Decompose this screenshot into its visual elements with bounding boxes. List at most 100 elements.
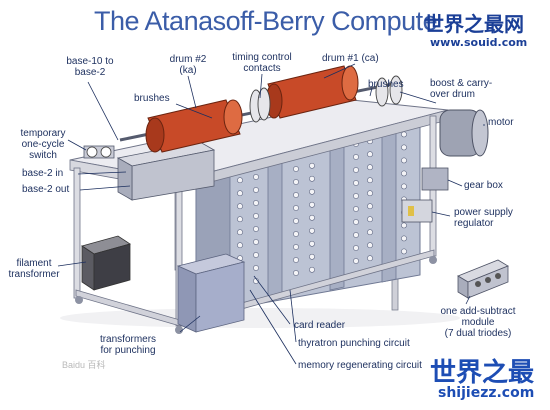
capacitor-dot [309, 253, 315, 260]
label-timing-control: timing control contacts [232, 52, 292, 74]
capacitor-dot [367, 242, 373, 249]
watermark-top-text: 世界之最网 [424, 12, 524, 36]
caster-wheel [175, 326, 183, 334]
capacitor-dot [293, 179, 299, 185]
capacitor-dot [253, 187, 259, 193]
capacitor-dot [293, 166, 299, 172]
label-brushes-right: brushes [368, 79, 404, 90]
capacitor-dot [309, 266, 315, 273]
capacitor-dot [253, 252, 259, 258]
capacitor-dot [293, 192, 299, 198]
label-gear-box: gear box [464, 180, 503, 191]
capacitor-dot [293, 244, 299, 250]
capacitor-dot [253, 200, 259, 206]
capacitor-dot [401, 144, 407, 151]
motor-housing [439, 109, 489, 157]
capacitor-dot [309, 201, 315, 208]
capacitor-dot [309, 175, 315, 182]
label-temporary-switch: temporary one-cycle switch [20, 128, 66, 161]
capacitor-dot [367, 203, 373, 210]
power-supply-regulator [401, 199, 433, 223]
watermark-top-url: www.souid.com [430, 36, 528, 49]
capacitor-dot [237, 203, 243, 210]
add-subtract-module [457, 259, 509, 299]
capacitor-dot [253, 226, 259, 232]
label-motor: motor [488, 117, 514, 128]
capacitor-dot [309, 162, 315, 169]
capacitor-dot [367, 190, 373, 197]
capacitor-dot [237, 216, 243, 223]
capacitor-dot [353, 193, 359, 199]
capacitor-dot [253, 239, 259, 245]
watermark-bottom-url: shijiezz.com [438, 385, 535, 401]
capacitor-dot [353, 258, 359, 264]
capacitor-dot [253, 174, 259, 180]
label-base-conversion: base-10 to base-2 [66, 56, 114, 78]
capacitor-dot [309, 214, 315, 221]
capacitor-dot [253, 265, 259, 271]
capacitor-dot [309, 227, 315, 234]
capacitor-dot [293, 231, 299, 237]
label-thyratron: thyratron punching circuit [298, 338, 410, 349]
diagram-title: The Atanasoff-Berry Compute [94, 6, 438, 36]
boost-carry-over-drum [375, 75, 403, 107]
capacitor-dot [237, 190, 243, 197]
label-filament-transformer: filament transformer [8, 258, 60, 280]
floor-shadow [60, 308, 460, 328]
filament-transformer [81, 235, 131, 291]
capacitor-dot [367, 177, 373, 184]
capacitor-dot [401, 131, 407, 138]
capacitor-dot [367, 164, 373, 171]
capacitor-dot [367, 255, 373, 262]
caster-wheel [75, 296, 83, 304]
capacitor-dot [367, 151, 373, 158]
temporary-switch-assembly [83, 145, 115, 159]
watermark-baidu: Baidu 百科 [62, 360, 106, 370]
capacitor-dot [293, 205, 299, 211]
capacitor-dot [309, 240, 315, 247]
timing-wheels [249, 87, 271, 123]
label-card-reader: card reader [294, 320, 346, 331]
capacitor-dot [353, 154, 359, 160]
capacitor-dot [293, 257, 299, 263]
caster-wheel [429, 256, 437, 264]
label-transformers-punching: transformers for punching [99, 334, 157, 356]
label-add-subtract-module: one add-subtract module (7 dual triodes) [440, 306, 516, 339]
capacitor-dot [353, 180, 359, 186]
capacitor-dot [253, 213, 259, 219]
capacitor-dot [401, 235, 407, 242]
capacitor-dot [237, 242, 243, 249]
capacitor-dot [401, 170, 407, 177]
watermark-bottom-text: 世界之最 [430, 358, 535, 388]
label-drum-1: drum #1 (ca) [322, 53, 379, 64]
capacitor-dot [367, 216, 373, 223]
gear-box [421, 167, 449, 191]
capacitor-dot [293, 218, 299, 224]
capacitor-dot [401, 183, 407, 190]
capacitor-dot [237, 229, 243, 236]
capacitor-dot [353, 219, 359, 225]
label-base-2-in: base-2 in [22, 168, 64, 179]
label-drum-2: drum #2 (ka) [169, 54, 207, 76]
front-control-panel [116, 141, 216, 201]
capacitor-dot [293, 270, 299, 276]
label-power-supply: power supply regulator [454, 207, 513, 229]
capacitor-dots [237, 131, 407, 288]
capacitor-dot [401, 222, 407, 229]
label-memory-regenerating: memory regenerating circuit [298, 360, 422, 371]
capacitor-dot [401, 157, 407, 164]
drum-1 [265, 65, 359, 119]
capacitor-dot [237, 177, 243, 184]
label-boost-drum: boost & carry- over drum [430, 78, 493, 100]
leader-lines [57, 63, 485, 365]
punching-transformers [176, 253, 246, 333]
drum-2 [145, 99, 243, 153]
capacitor-dot [353, 245, 359, 251]
label-brushes-left: brushes [134, 93, 170, 104]
label-base-2-out: base-2 out [22, 184, 70, 195]
frame-leg-front-left [73, 167, 81, 299]
capacitor-dot [353, 167, 359, 173]
capacitor-dot [309, 188, 315, 195]
